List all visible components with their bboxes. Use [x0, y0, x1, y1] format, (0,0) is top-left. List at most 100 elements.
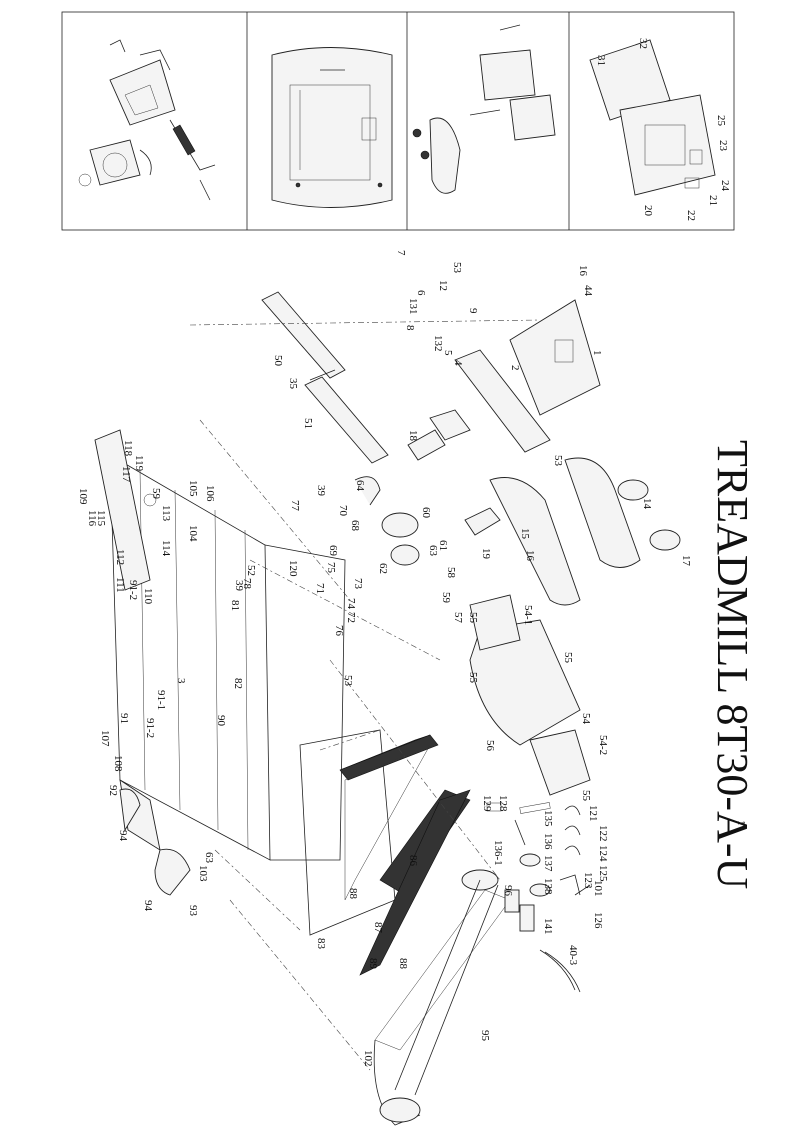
callout-labels: 1 2 3 4 5 6 7 8 9 12 14 15 16 16 17 18 1… — [77, 38, 731, 1067]
callout-23: 23 — [717, 140, 729, 152]
callout-89: 89 — [367, 958, 379, 970]
callout-59: 59 — [150, 488, 162, 500]
callout-122: 122 — [597, 825, 609, 842]
callout-88: 88 — [347, 888, 359, 900]
callout-55b: 55 — [467, 612, 479, 624]
inset-panels — [61, 11, 735, 231]
callout-112: 112 — [114, 549, 126, 565]
callout-20: 20 — [642, 205, 654, 217]
callout-2: 2 — [509, 365, 521, 371]
callout-19: 19 — [480, 548, 492, 560]
callout-105: 105 — [187, 480, 199, 497]
callout-14: 14 — [641, 498, 653, 510]
callout-109: 109 — [77, 488, 89, 505]
callout-103: 103 — [197, 865, 209, 882]
callout-55d: 55 — [580, 790, 592, 802]
callout-16b: 16 — [524, 550, 536, 562]
callout-40-3: 40-3 — [567, 945, 579, 966]
callout-62: 62 — [377, 563, 389, 574]
callout-91-2: 91-2 — [144, 718, 156, 738]
callout-101: 101 — [592, 880, 604, 897]
callout-119: 119 — [133, 455, 145, 472]
callout-120: 120 — [287, 560, 299, 577]
callout-136-1: 136-1 — [492, 840, 504, 866]
callout-87: 87 — [372, 922, 384, 934]
callout-94b: 94 — [142, 900, 154, 912]
callout-71: 71 — [314, 583, 326, 594]
callout-50: 50 — [272, 355, 284, 367]
callout-77: 77 — [289, 500, 301, 512]
callout-137: 137 — [542, 855, 554, 872]
callout-61: 61 — [437, 540, 449, 551]
callout-64: 64 — [354, 480, 366, 492]
callout-141: 141 — [542, 918, 554, 935]
callout-115: 115 — [95, 510, 107, 527]
callout-86: 86 — [407, 855, 419, 867]
callout-55c: 55 — [467, 672, 479, 684]
callout-129: 129 — [481, 795, 493, 812]
callout-3: 3 — [175, 678, 187, 684]
hardware-group — [486, 802, 591, 993]
callout-78: 78 — [241, 578, 253, 590]
callout-12: 12 — [437, 280, 449, 291]
callout-117: 117 — [120, 466, 132, 483]
callout-1: 1 — [591, 350, 603, 356]
callout-88b: 88 — [397, 958, 409, 970]
callout-81: 81 — [229, 600, 241, 611]
callout-39b: 39 — [233, 580, 245, 592]
callout-60: 60 — [420, 507, 432, 519]
callout-7: 7 — [395, 250, 407, 256]
callout-51: 51 — [302, 418, 314, 429]
callout-118: 118 — [122, 440, 134, 457]
callout-4: 4 — [452, 360, 464, 366]
callout-75: 75 — [325, 562, 337, 574]
callout-110: 110 — [142, 588, 154, 605]
callout-57: 57 — [452, 612, 464, 624]
callout-95: 95 — [479, 1030, 491, 1042]
callout-74: 74 — [345, 598, 357, 610]
callout-39: 39 — [315, 485, 327, 497]
callout-8: 8 — [404, 325, 416, 331]
callout-24: 24 — [719, 180, 731, 192]
callout-54: 54 — [580, 713, 592, 725]
inset-mechanism — [78, 39, 216, 201]
callout-55: 55 — [562, 652, 574, 664]
callout-6: 6 — [415, 290, 427, 296]
callout-22: 22 — [685, 210, 697, 221]
page-number: 1 — [735, 820, 747, 826]
callout-82: 82 — [232, 678, 244, 689]
callout-63b: 63 — [203, 852, 215, 864]
callout-113: 113 — [160, 505, 172, 522]
callout-9: 9 — [467, 308, 479, 314]
callout-76: 76 — [333, 625, 345, 637]
callout-53: 53 — [451, 262, 463, 274]
callout-32: 32 — [637, 38, 649, 49]
callout-31: 31 — [595, 55, 607, 66]
callout-111: 111 — [114, 577, 126, 593]
callout-15: 15 — [519, 528, 531, 540]
callout-138: 138 — [542, 878, 554, 895]
callout-91-2b: 91-2 — [127, 580, 139, 600]
callout-121: 121 — [587, 805, 599, 822]
callout-54-1: 54-1 — [522, 605, 534, 625]
callout-73: 73 — [352, 578, 364, 590]
callout-135: 135 — [542, 810, 554, 827]
inset-console-assembly — [412, 24, 556, 194]
callout-96: 96 — [502, 885, 514, 897]
callout-72: 72 — [345, 612, 357, 623]
callout-59b: 59 — [440, 592, 452, 604]
callout-136: 136 — [542, 833, 554, 850]
callout-108: 108 — [112, 755, 124, 772]
main-exploded-view — [94, 291, 681, 1126]
callout-114: 114 — [160, 540, 172, 557]
callout-93: 93 — [187, 905, 199, 917]
callout-18: 18 — [407, 430, 419, 442]
callout-125: 125 — [597, 865, 609, 882]
callout-132: 132 — [432, 335, 444, 352]
inset-console-board — [271, 47, 393, 208]
callout-128: 128 — [497, 795, 509, 812]
callout-116: 116 — [86, 510, 98, 527]
callout-25: 25 — [715, 115, 727, 127]
callout-92: 92 — [107, 785, 119, 796]
